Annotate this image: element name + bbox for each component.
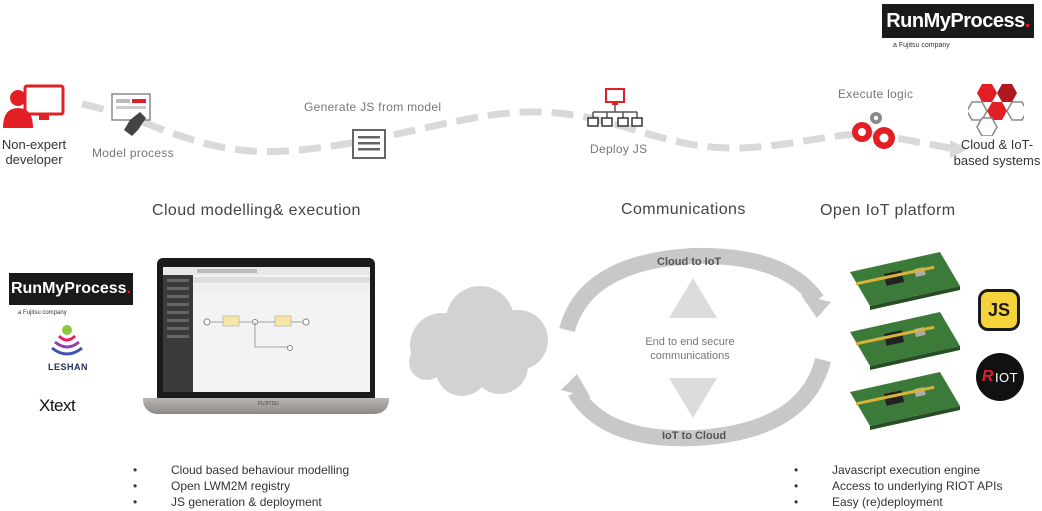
brand-dot-small: . [126, 280, 132, 297]
deploy-js-label: Deploy JS [590, 142, 648, 156]
flow-arrowhead [950, 140, 968, 158]
laptop-app-diagram [163, 267, 370, 351]
laptop-screen [163, 267, 370, 392]
cloud-icon [409, 286, 548, 396]
developer-label-2: developer [5, 152, 63, 167]
bullets-left: Cloud based behaviour modelling Open LWM… [133, 462, 349, 510]
model-process-icon [111, 93, 151, 136]
arrow-head-left [561, 374, 591, 398]
leshan-icon [51, 325, 83, 356]
down-triangle [669, 378, 717, 418]
brand-tagline-small: a Fujitsu company [18, 310, 67, 316]
runmyprocess-logo-small: RunMyProcess. [9, 273, 133, 305]
brand-name: RunMyProcess [886, 9, 1025, 32]
bullets-right: Javascript execution engine Access to un… [794, 462, 1003, 510]
section-open-iot: Open IoT platform [820, 202, 956, 219]
section-cloud-modelling: Cloud modelling& execution [152, 202, 361, 219]
leshan-logo-text: LESHAN [48, 362, 89, 372]
section-communications: Communications [621, 201, 746, 218]
iot-board-1 [850, 252, 960, 310]
bullet-right-item: Javascript execution engine [794, 462, 1003, 478]
brand-dot: . [1024, 9, 1031, 32]
hexagon-cluster-icon [968, 84, 1024, 136]
bullet-left-item: JS generation & deployment [133, 494, 349, 510]
communication-cycle [559, 247, 831, 447]
riot-logo-text: IOT [994, 369, 1019, 385]
iot-board-2 [850, 312, 960, 370]
laptop-brand: FUJITSU [258, 401, 279, 407]
bullet-left-item: Open LWM2M registry [133, 478, 349, 494]
laptop-base [143, 398, 389, 414]
developer-icon [3, 84, 65, 128]
cloud-iot-label-2: based systems [953, 153, 1041, 168]
up-triangle [669, 278, 717, 318]
bullet-right-item: Access to underlying RIOT APIs [794, 478, 1003, 494]
xtext-logo: Xtext [39, 396, 76, 415]
iot-boards [850, 252, 960, 430]
js-logo-text: JS [987, 299, 1011, 320]
arrow-head-right [801, 295, 831, 318]
comm-center-1: End to end secure [645, 336, 735, 348]
document-icon [352, 129, 386, 159]
bullet-left-item: Cloud based behaviour modelling [133, 462, 349, 478]
bullet-right-item: Easy (re)deployment [794, 494, 1003, 510]
cloud-iot-label-1: Cloud & IoT- [960, 137, 1034, 152]
brand-tagline: a Fujitsu company [893, 42, 950, 49]
runmyprocess-logo: RunMyProcess. [882, 4, 1034, 38]
js-logo: JS [978, 289, 1020, 331]
comm-center-2: communications [650, 350, 730, 362]
model-process-label: Model process [92, 146, 174, 160]
brand-name-small: RunMyProcess [10, 280, 127, 297]
gears-icon [852, 112, 895, 149]
iot-to-cloud-label: IoT to Cloud [662, 430, 727, 442]
developer-label-1: Non-expert [1, 137, 67, 152]
riot-logo-r: R [981, 368, 994, 385]
execute-logic-label: Execute logic [838, 87, 914, 101]
network-icon [587, 88, 643, 127]
cloud-to-iot-label: Cloud to IoT [657, 256, 722, 268]
generate-js-label: Generate JS from model [304, 100, 442, 114]
iot-board-3 [850, 372, 960, 430]
